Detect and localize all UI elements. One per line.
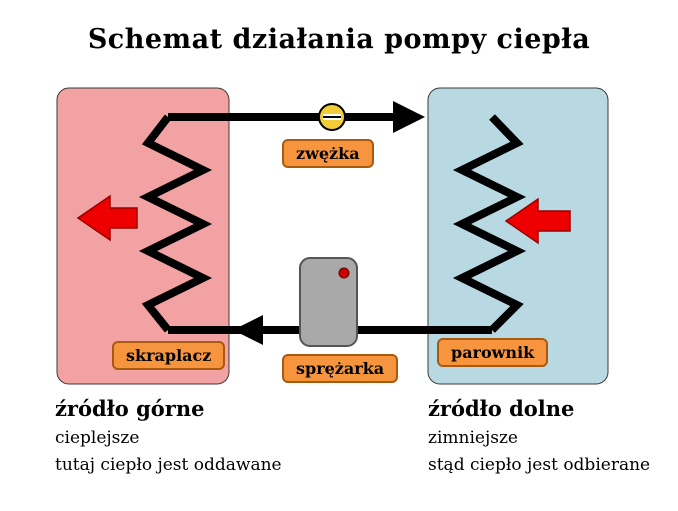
heat-out-arrow-icon: [76, 194, 138, 242]
valve-label: zwężka: [282, 139, 374, 168]
evaporator-zigzag: [452, 114, 527, 333]
cold-source-description: źródło dolne zimniejsze stąd ciepło jest…: [428, 396, 650, 482]
hot-source-box: [56, 87, 230, 385]
heat-in-arrow-icon: [504, 197, 571, 245]
cold-source-line1: zimniejsze: [428, 428, 518, 448]
compressor-body: [299, 257, 358, 347]
compressor-indicator-icon: [338, 267, 350, 279]
cold-source-line2: stąd ciepło jest odbierane: [428, 455, 651, 475]
diagram-title: Schemat działania pompy ciepła: [87, 24, 591, 55]
top-pipe-arrowhead-icon: [393, 101, 425, 133]
hot-source-heading: źródło górne: [55, 396, 205, 421]
compressor-label: sprężarka: [282, 354, 399, 383]
condenser-zigzag: [138, 114, 213, 333]
hot-source-line2: tutaj ciepło jest oddawane: [55, 455, 282, 475]
condenser-label: skraplacz: [112, 341, 226, 370]
bottom-pipe-arrowhead-icon: [233, 315, 263, 345]
hot-source-line1: cieplejsze: [55, 428, 140, 448]
evaporator-label: parownik: [437, 338, 549, 367]
cold-source-heading: źródło dolne: [428, 396, 575, 421]
hot-source-description: źródło górne cieplejsze tutaj ciepło jes…: [55, 396, 282, 482]
